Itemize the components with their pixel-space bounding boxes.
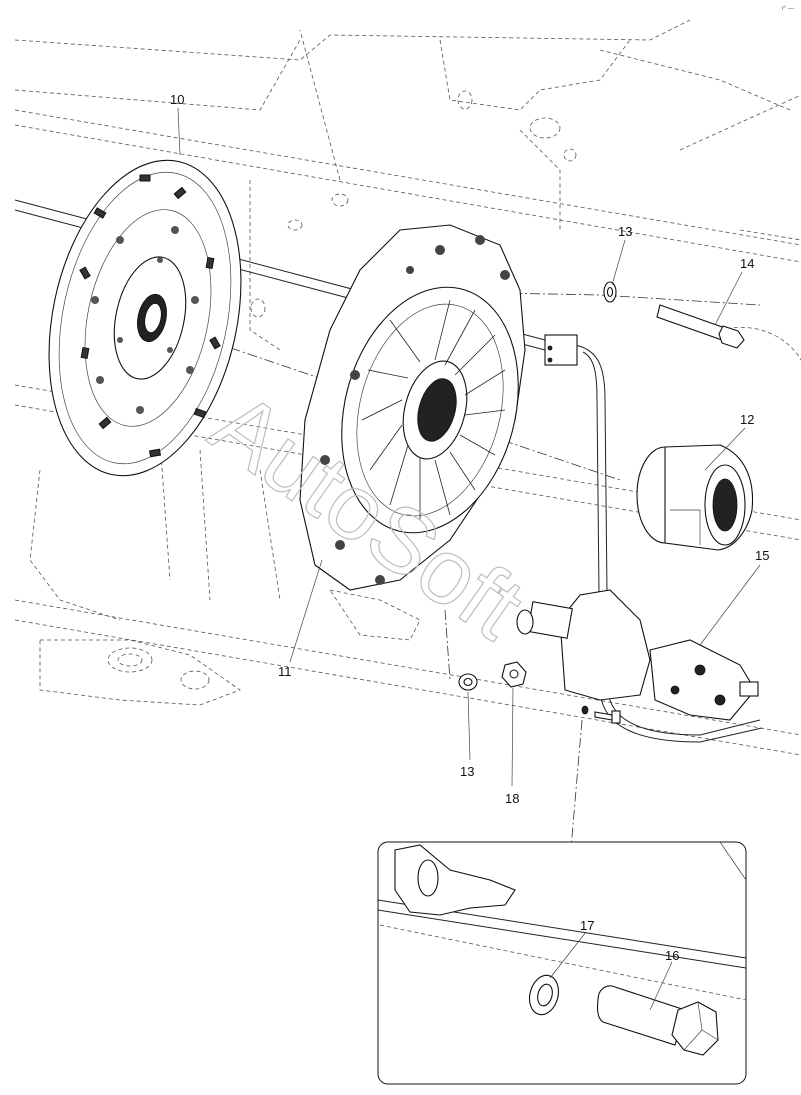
lock-washer — [528, 974, 560, 1016]
leader-lines — [177, 107, 761, 1011]
washer-top — [603, 281, 617, 303]
corner-mark: r° — — [782, 6, 794, 12]
callout-18: 18 — [505, 791, 519, 806]
clutch-disc — [48, 159, 242, 477]
callout-16: 16 — [665, 948, 679, 963]
nut — [501, 661, 527, 688]
callout-15: 15 — [755, 548, 769, 563]
bolt — [656, 304, 745, 349]
hex-bolt-detail — [596, 985, 719, 1056]
washer-lower — [458, 673, 478, 691]
callout-14: 14 — [740, 256, 754, 271]
callout-labels: 10 11 12 13 14 15 13 18 17 16 — [170, 92, 769, 963]
callout-13-lower: 13 — [460, 764, 474, 779]
callout-10: 10 — [170, 92, 184, 107]
small-bolt-and-washer — [581, 705, 621, 724]
release-bearing — [636, 444, 754, 551]
callout-12: 12 — [740, 412, 754, 427]
pressure-plate — [299, 224, 526, 591]
callout-17: 17 — [580, 918, 594, 933]
callout-11: 11 — [278, 664, 292, 679]
callout-13-top: 13 — [618, 224, 632, 239]
vehicle-frame-background — [14, 19, 801, 756]
slave-cylinder — [516, 589, 759, 721]
